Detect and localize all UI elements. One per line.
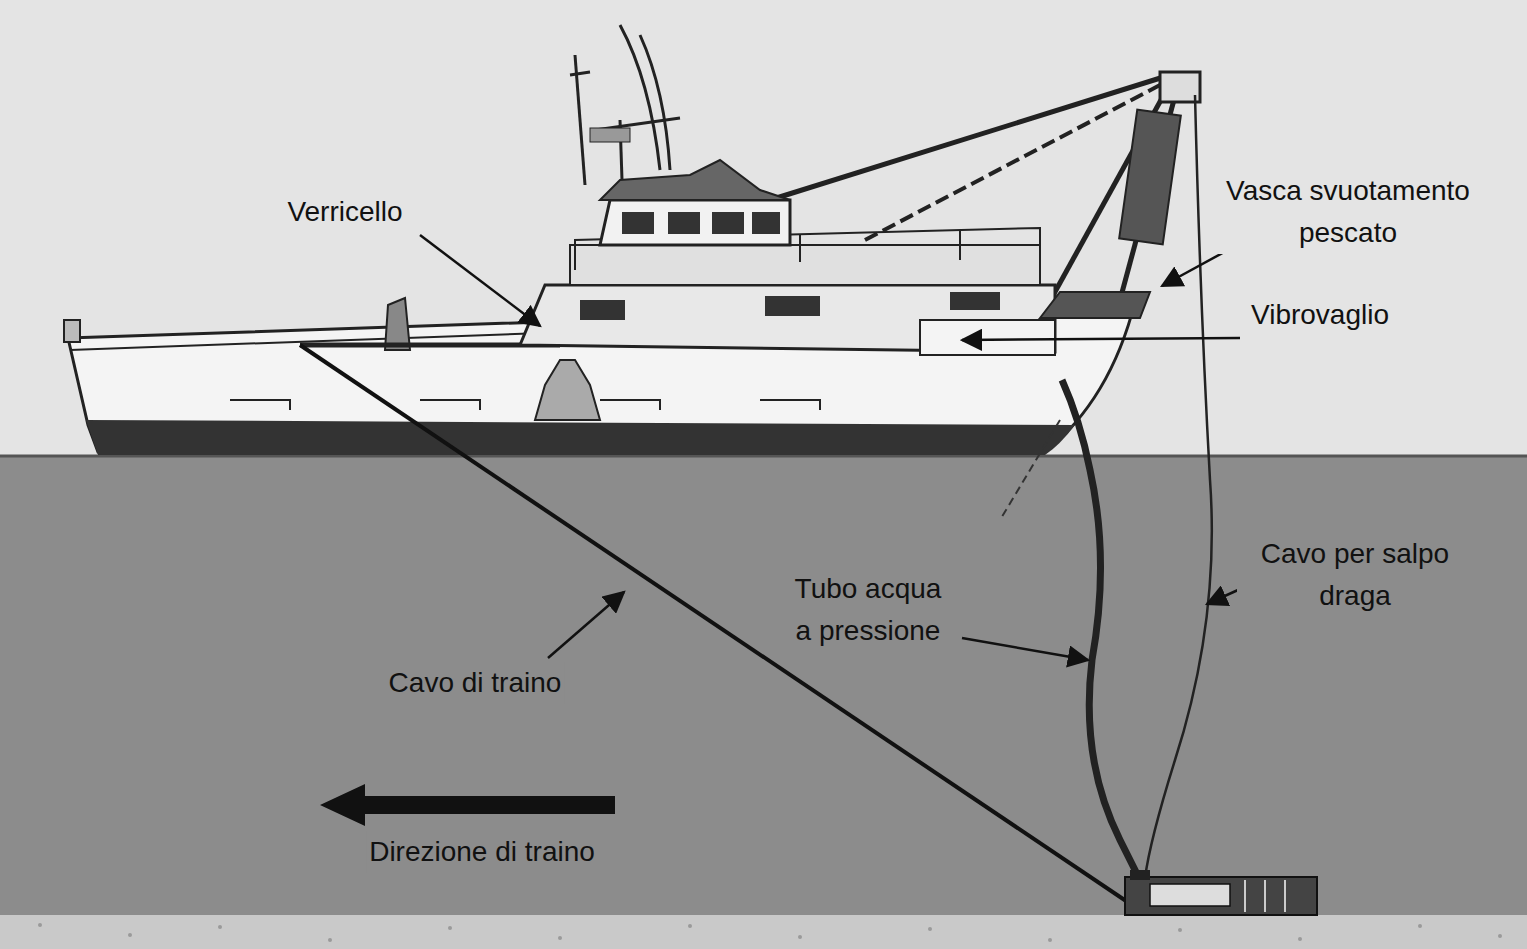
stern-fitting <box>385 298 410 350</box>
part-label: Cavo di traino <box>386 662 565 704</box>
wheelhouse-windows <box>622 212 780 234</box>
mast <box>570 25 680 185</box>
direction-arrow <box>320 784 615 826</box>
part-label: Cavo per salpo draga <box>1237 533 1473 617</box>
dredge <box>1125 870 1317 915</box>
tow-cable <box>300 345 1132 905</box>
leader-lines <box>420 235 1240 660</box>
sky <box>0 0 1527 455</box>
dredge-hoisted <box>1119 110 1181 245</box>
winch-housing <box>535 360 600 420</box>
hull-details <box>230 400 820 410</box>
hoist-cable <box>1145 95 1212 878</box>
part-label: Verricello <box>284 191 405 233</box>
catch-tank <box>1040 292 1150 318</box>
deckhouse-windows <box>580 292 1000 320</box>
water <box>0 455 1527 917</box>
wheelhouse-roof <box>600 160 790 200</box>
wheelhouse <box>600 200 790 245</box>
upper-deck <box>570 245 1040 285</box>
stern-post <box>64 320 80 342</box>
crane-stay <box>865 85 1160 240</box>
part-label: Vasca svuotamento pescato <box>1205 170 1491 254</box>
seabed-texture <box>38 923 1502 942</box>
seabed <box>0 915 1527 949</box>
hull-bottom <box>86 420 1075 455</box>
part-label: Vibrovaglio <box>1248 294 1392 336</box>
bow-line <box>1000 420 1060 520</box>
vibrating-screen <box>920 320 1055 355</box>
part-label: Tubo acqua a pressione <box>785 568 951 652</box>
radar <box>590 128 630 142</box>
pressure-hose <box>1062 380 1140 880</box>
part-label: Direzione di traino <box>366 831 598 873</box>
